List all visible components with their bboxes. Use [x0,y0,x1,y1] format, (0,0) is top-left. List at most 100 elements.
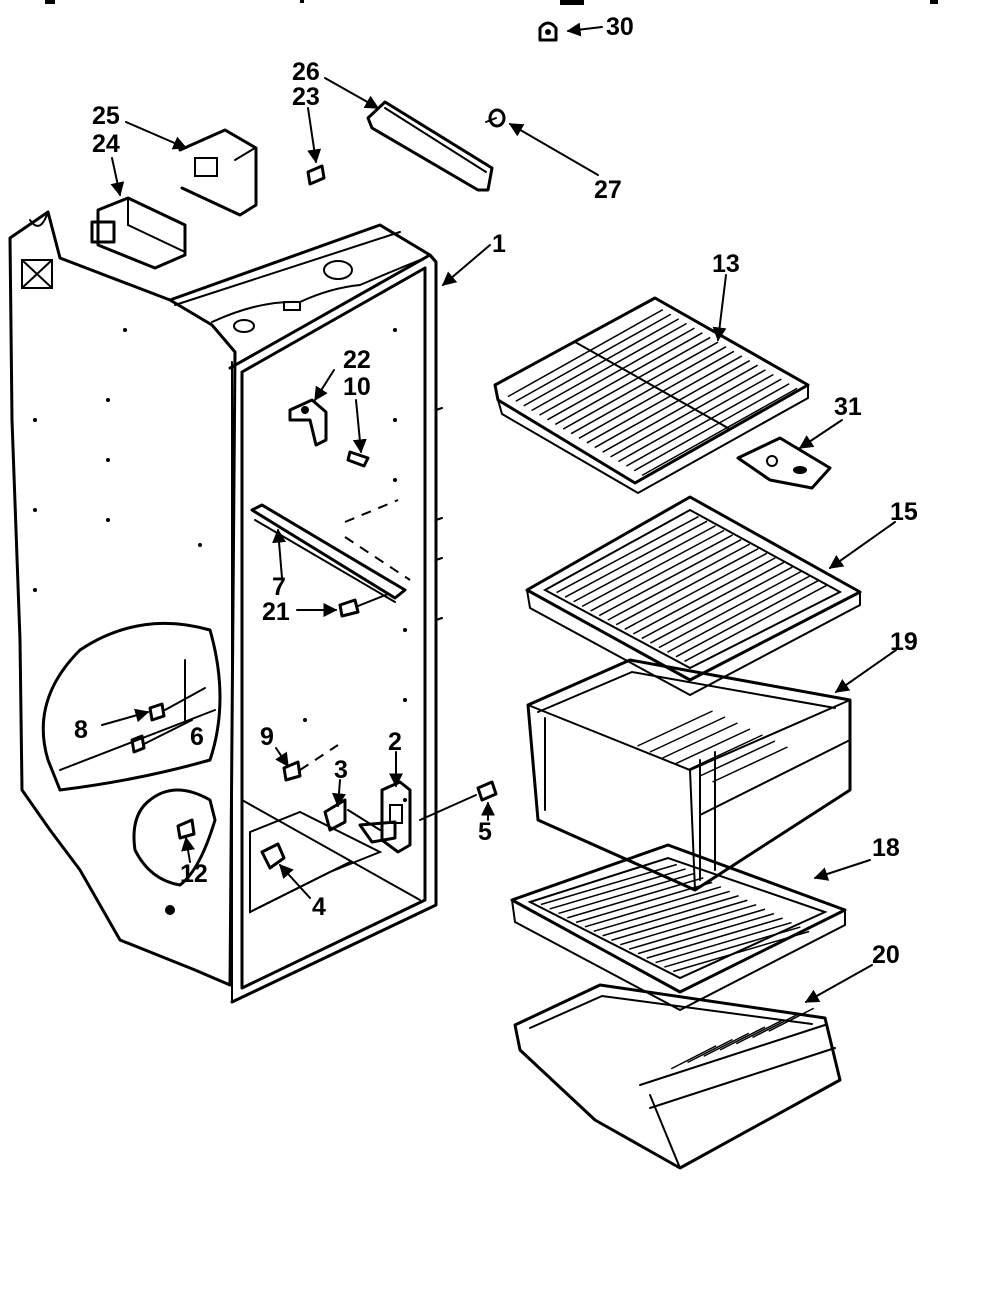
light-housing [90,196,187,270]
screw-8 [148,687,206,722]
callout-9: 9 [260,723,274,751]
shelf-wire [554,336,711,426]
shelf-rib [658,570,802,649]
shelf-wire [531,322,687,412]
shelf-15 [525,495,862,697]
shelf-18 [510,843,847,1012]
shelf-rib [664,926,801,968]
rail-bracket-26 [366,100,494,192]
leader-lines [101,22,897,1003]
shelf-wire [610,369,766,458]
shelf-rib [540,863,678,906]
callout-26: 26 [292,58,320,86]
shelf-wire [547,332,703,421]
screw-21 [338,593,389,618]
callout-20: 20 [872,941,900,969]
callout-2: 2 [388,728,402,756]
callout-12: 12 [180,860,208,888]
callout-3: 3 [334,756,348,784]
callout-7: 7 [272,573,286,601]
shelf-rib [672,930,810,973]
wire-shelf-13 [493,296,810,495]
callout-10: 10 [343,373,371,401]
pan-rib [649,716,726,753]
shelf-rib [590,534,734,612]
callout-15: 15 [890,498,918,526]
cover-31 [736,436,832,490]
callout-19: 19 [890,628,918,656]
shelf-rib [655,921,792,964]
shelf-wire [586,355,743,444]
shelf-wire [539,327,695,416]
callout-25: 25 [92,102,120,130]
pan-rib [752,1013,798,1039]
shelf-rib [564,520,708,598]
shelf-rib [598,538,742,617]
shelf-wire [570,346,727,435]
pan-rib [687,734,763,771]
pan-rib [768,1007,815,1032]
callout-24: 24 [92,130,120,158]
callout-18: 18 [872,834,900,862]
shelf-rib [637,912,775,955]
callout-8: 8 [74,716,88,744]
shelf-wire [618,373,774,463]
pan-rib [719,1026,766,1051]
callout-30: 30 [606,13,634,41]
shelf-wire [507,308,664,398]
shelf-rib [628,908,766,950]
shelf-rib [667,575,810,653]
callout-1: 1 [492,230,506,258]
screw-9 [282,744,339,782]
callout-6: 6 [190,723,204,751]
screw-27 [485,108,506,128]
light-bracket [178,128,258,217]
screw-23 [306,164,326,186]
pan-rib [674,728,751,765]
shelf-rib [624,552,768,630]
callout-13: 13 [712,250,740,278]
pan-rib [637,710,713,747]
shelf-wire [641,387,798,477]
drawer-pan-20 [513,983,842,1170]
cabinet-liner [8,210,443,1004]
pan-rib [735,1020,782,1045]
pan-rib [699,740,776,777]
shelf-bracket-22 [288,398,370,468]
shelf-rib [602,895,739,937]
scan-artifacts [45,0,938,5]
callout-21: 21 [262,598,290,626]
screw-12 [176,818,196,840]
shelf-rib [620,903,757,946]
bracket-3 [323,798,381,832]
shelf-rib [607,543,751,621]
callout-22: 22 [343,346,371,374]
callout-labels: 30 26 23 25 24 27 1 13 31 22 10 15 19 7 … [74,13,918,969]
shelf-wire [625,378,782,467]
callout-31: 31 [834,393,862,421]
shelf-rib [684,584,827,663]
shelf-rib [593,890,730,933]
shelf-rib [641,561,785,640]
pan-rib [670,1045,717,1070]
shelf-rib [573,525,716,603]
shelf-rib [675,580,819,658]
shelf-wire [594,359,751,449]
pan-rib [703,1032,750,1057]
shelf-rib [584,886,722,928]
callout-23: 23 [292,83,320,111]
shelf-rib [558,872,695,915]
shelf-rib [615,548,759,626]
shelf-rib [611,899,748,941]
screw-6 [130,719,193,754]
shelf-wire [602,364,758,453]
screw-5 [419,780,498,821]
shelf-rib [649,566,793,644]
clip-4 [260,842,286,870]
shelf-rib [581,529,725,608]
shelf-wire [633,383,790,472]
hinge-2 [358,780,412,854]
shelf-rib [632,557,776,635]
shelf-rib [567,877,704,919]
